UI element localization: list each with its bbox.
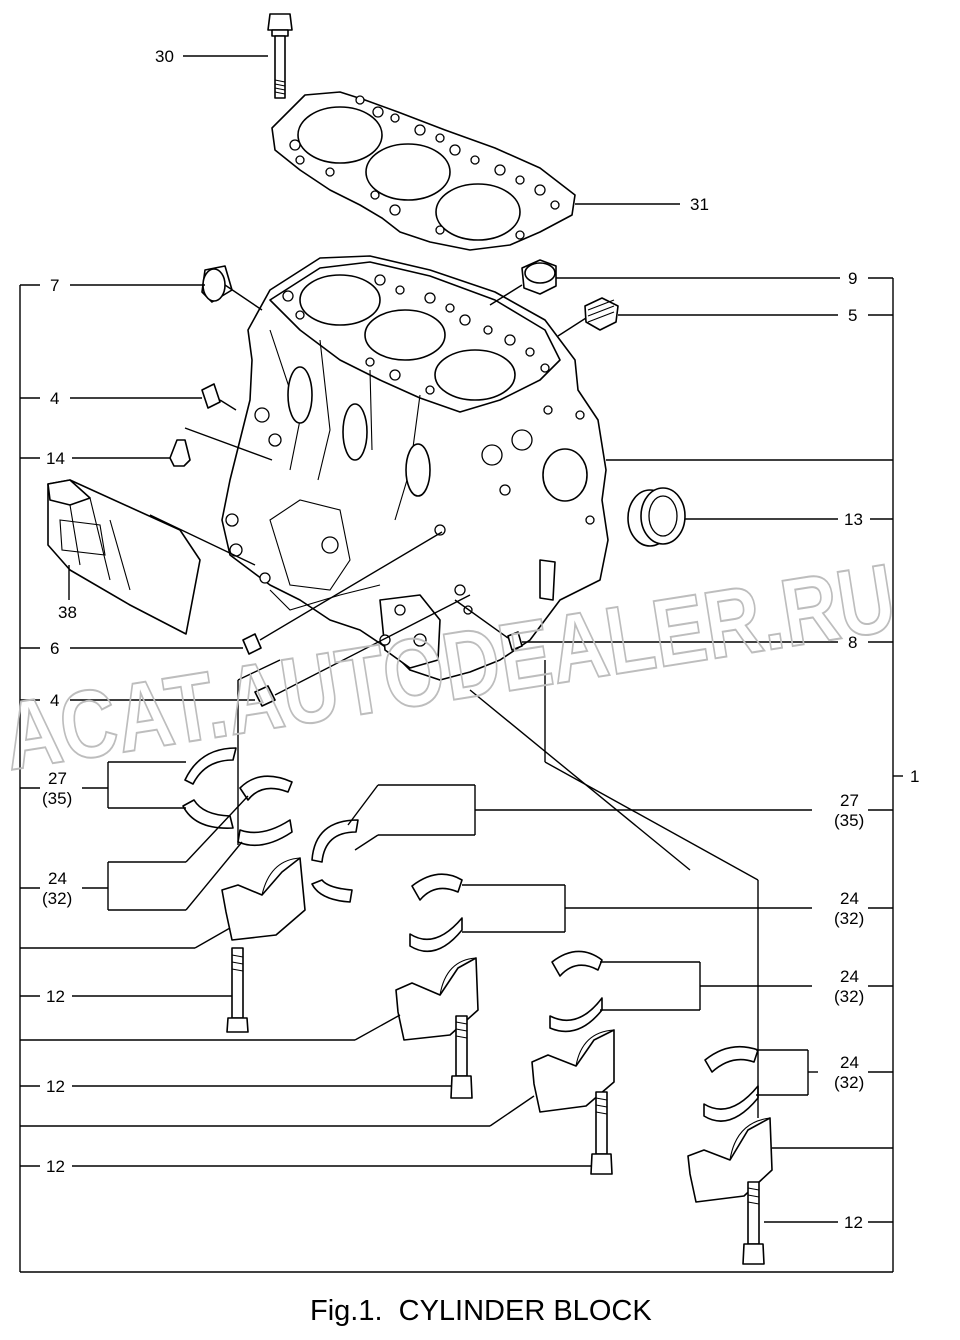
plug-part-8 xyxy=(507,631,523,651)
cap-bolt-12-a xyxy=(226,947,249,1033)
callout-30: 30 xyxy=(155,47,174,66)
main-bearing-part-24-b xyxy=(409,873,463,953)
callout-38: 38 xyxy=(58,603,77,622)
callout-35-right: (35) xyxy=(834,811,864,830)
main-bearing-part-24-c xyxy=(549,950,603,1033)
callout-1: 1 xyxy=(910,767,919,786)
callout-24-right-2: 24 xyxy=(840,967,859,986)
callout-12-a: 12 xyxy=(46,987,65,1006)
callout-24-right-3: 24 xyxy=(840,1053,859,1072)
plug-part-4-lower xyxy=(254,685,276,707)
callout-31: 31 xyxy=(690,195,709,214)
main-bearing-part-24-d xyxy=(703,1045,759,1122)
callout-32-right-3: (32) xyxy=(834,1073,864,1092)
callout-12-b: 12 xyxy=(46,1077,65,1096)
expansion-plug-part-9 xyxy=(521,259,557,295)
bearing-cap-4 xyxy=(687,1117,773,1203)
cylinder-block-part-1 xyxy=(221,255,609,681)
callout-32-right-2: (32) xyxy=(834,987,864,1006)
callout-27-left: 27 xyxy=(48,769,67,788)
expansion-plug-part-7 xyxy=(201,265,233,303)
callout-32-left: (32) xyxy=(42,889,72,908)
callout-labels: 30 31 7 9 5 4 14 13 38 6 8 4 27 (35) 24 … xyxy=(42,47,919,1232)
callout-24-left: 24 xyxy=(48,869,67,888)
thrust-washers-part-27-right xyxy=(311,819,359,903)
bearing-cap-1 xyxy=(221,857,306,941)
cap-part-14 xyxy=(169,439,191,467)
main-bearing-part-24-a xyxy=(237,775,293,847)
bearing-cap-3 xyxy=(531,1029,615,1113)
callout-6: 6 xyxy=(50,639,59,658)
callout-9: 9 xyxy=(848,269,857,288)
cap-bolt-12-c xyxy=(590,1091,613,1175)
callout-4-upper: 4 xyxy=(50,389,59,408)
callout-5: 5 xyxy=(848,306,857,325)
cover-part-38 xyxy=(47,479,201,635)
callout-12-d: 12 xyxy=(844,1213,863,1232)
leader-lines xyxy=(20,55,903,1223)
head-bolt-part-30 xyxy=(267,13,293,99)
callout-35-left: (35) xyxy=(42,789,72,808)
callout-7: 7 xyxy=(50,276,59,295)
callout-27-right: 27 xyxy=(840,791,859,810)
head-gasket-part-31 xyxy=(271,91,576,251)
threaded-plug-part-5 xyxy=(584,297,619,331)
cap-bolt-12-b xyxy=(450,1015,473,1099)
callout-14: 14 xyxy=(46,449,65,468)
callout-32-right-1: (32) xyxy=(834,909,864,928)
callout-8: 8 xyxy=(848,633,857,652)
figure-caption: Fig.1. CYLINDER BLOCK xyxy=(310,1295,652,1327)
cap-bolt-12-d xyxy=(742,1181,765,1265)
callout-13: 13 xyxy=(844,510,863,529)
frame-lines xyxy=(19,278,894,1273)
dowel-part-6 xyxy=(242,633,262,655)
callout-24-right-1: 24 xyxy=(840,889,859,908)
callout-12-c: 12 xyxy=(46,1157,65,1176)
callout-4-lower: 4 xyxy=(50,691,59,710)
camshaft-bushing-part-13 xyxy=(627,487,686,547)
plug-part-4-upper xyxy=(201,383,221,409)
